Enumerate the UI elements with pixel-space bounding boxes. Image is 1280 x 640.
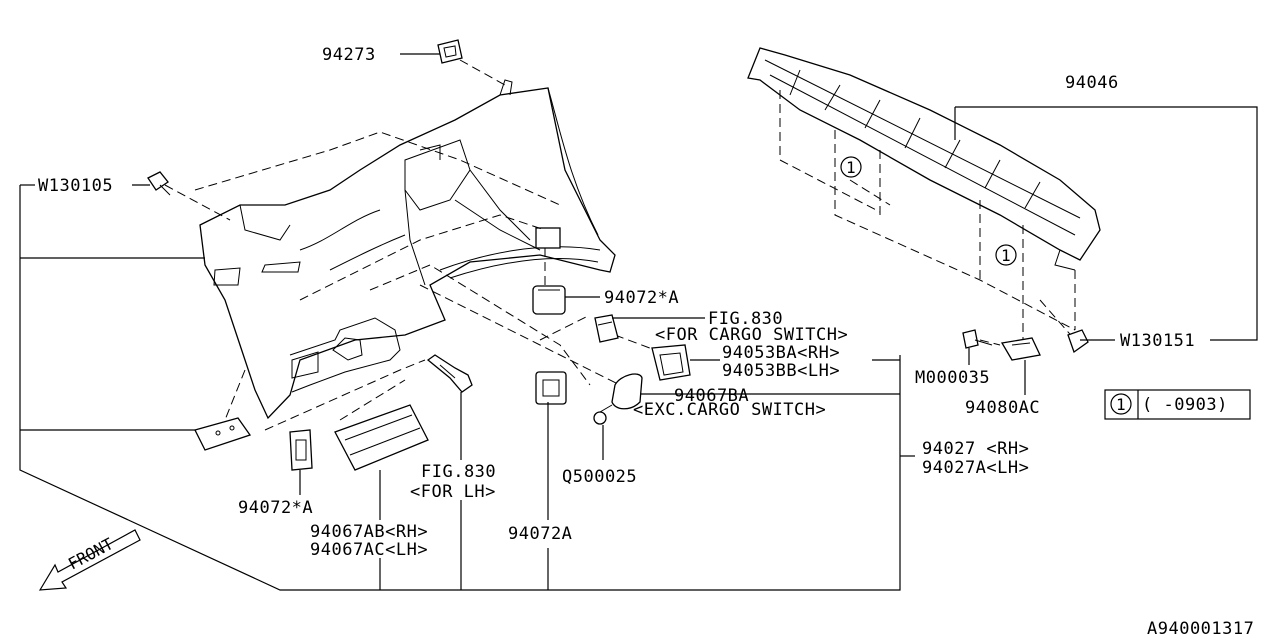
label-w130105: W130105 <box>38 176 113 196</box>
lid-94067ab <box>334 404 429 471</box>
quarter-trim-panel <box>199 79 616 420</box>
label-94053bb: 94053BB<LH> <box>722 361 840 381</box>
cover-94072a <box>535 371 567 405</box>
label-94053ba: 94053BA<RH> <box>722 343 840 363</box>
label-94067ab: 94067AB<RH> <box>310 522 428 542</box>
under-panel <box>194 417 252 451</box>
label-94072a-top: 94072*A <box>604 288 679 308</box>
clip-w130151 <box>1067 329 1089 354</box>
small-parts <box>147 39 1089 471</box>
clip-w130105 <box>147 171 171 196</box>
legend-box: 1 ( -0903) <box>1104 389 1251 420</box>
label-94046: 94046 <box>1065 73 1119 93</box>
label-94273: 94273 <box>322 45 376 65</box>
callout-1b: 1 <box>995 244 1017 266</box>
label-for-lh: <FOR LH> <box>410 482 496 502</box>
front-text: FRONT <box>65 534 117 574</box>
label-94080ac: 94080AC <box>965 398 1040 418</box>
label-fig830-lh: FIG.830 <box>421 462 496 482</box>
label-94067ac: 94067AC<LH> <box>310 540 428 560</box>
bracket-94080ac <box>1000 337 1041 361</box>
cap-94067ba <box>611 373 643 410</box>
label-94067ba: 94067BA <box>674 386 749 406</box>
callout-1b-text: 1 <box>1001 246 1011 265</box>
label-fig830-cargo: FIG.830 <box>708 309 783 329</box>
cover-94072a-top <box>532 285 566 315</box>
callout-1a-text: 1 <box>846 158 856 177</box>
label-94072a-bottom: 94072*A <box>238 498 313 518</box>
legend-number: 1 <box>1116 395 1126 414</box>
label-94027: 94027 <RH> <box>922 439 1029 459</box>
dashed-guides <box>164 59 1076 431</box>
cover-94072a-bottom <box>289 429 313 471</box>
label-m000035: M000035 <box>915 368 990 388</box>
rear-sill-trim <box>747 47 1101 271</box>
bezel-94053 <box>651 344 691 381</box>
screw-q500025 <box>593 404 613 425</box>
part-labels: 94273 94046 W130105 94072*A FIG.830 <FOR… <box>38 45 1254 639</box>
clip-94273 <box>437 39 463 64</box>
label-exc-cargo-switch: <EXC.CARGO SWITCH> <box>633 400 826 420</box>
label-for-cargo-switch: <FOR CARGO SWITCH> <box>655 325 848 345</box>
lamp-fig830-lh <box>426 354 473 393</box>
label-94027a: 94027A<LH> <box>922 458 1029 478</box>
legend-range: ( -0903) <box>1142 395 1228 415</box>
label-94072a: 94072A <box>508 524 572 544</box>
label-q500025: Q500025 <box>562 467 637 487</box>
cargo-switch <box>594 314 619 343</box>
label-w130151: W130151 <box>1120 331 1195 351</box>
bolt-m000035 <box>962 329 993 349</box>
front-arrow: FRONT <box>38 529 141 591</box>
diagram-id: A940001317 <box>1147 619 1254 639</box>
callout-1a: 1 <box>840 156 862 178</box>
leader-lines <box>19 53 1258 591</box>
